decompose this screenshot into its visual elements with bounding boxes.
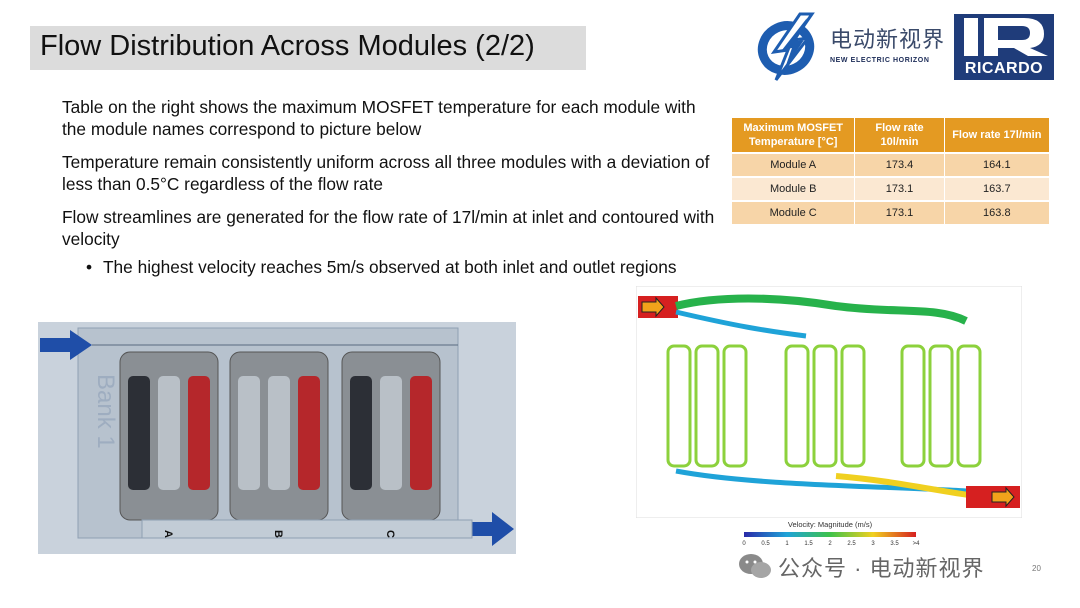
header-flow-17: Flow rate 17l/min — [944, 118, 1050, 152]
bullet-2: Temperature remain consistently uniform … — [62, 152, 710, 194]
nev-logo-english: NEW ELECTRIC HORIZON — [830, 57, 930, 64]
cell-module: Module A — [732, 154, 856, 176]
bullet-dot-icon: • — [86, 257, 93, 277]
streamline-figure — [635, 285, 1023, 519]
title-bar: Flow Distribution Across Modules (2/2) — [30, 26, 586, 70]
header-max-temp: Maximum MOSFET Temperature [°C] — [732, 118, 856, 152]
ricardo-logo: RICARDO — [954, 14, 1054, 80]
nev-swirl-icon — [757, 12, 815, 81]
cell-value: 173.1 — [855, 178, 945, 200]
cell-value: 164.1 — [944, 154, 1050, 176]
velocity-colorbar: Velocity: Magnitude (m/s) 0 0.5 1 1.5 2 2.5 3 3… — [730, 520, 930, 560]
module-b-streamlines — [784, 344, 866, 468]
outlet-arrow — [468, 522, 494, 536]
module-label-b: B — [272, 530, 284, 538]
wechat-icon — [739, 554, 771, 578]
colorbar-gradient — [744, 532, 916, 537]
colorbar-tick-label: >4 — [913, 541, 921, 547]
module-a-streamlines — [666, 344, 748, 468]
inlet-arrow-icon — [641, 296, 665, 318]
footer-text: 公众号 · 电动新视界 — [778, 556, 985, 581]
cell-module: Module C — [732, 202, 856, 224]
colorbar-tick-label: 0 — [742, 541, 746, 547]
page-title: Flow Distribution Across Modules (2/2) — [40, 30, 535, 62]
cell-module: Module B — [732, 178, 856, 200]
cell-value: 163.7 — [944, 178, 1050, 200]
bullet-3: Flow streamlines are generated for the f… — [62, 207, 715, 249]
table-row: Module A 173.4 164.1 — [732, 154, 1050, 176]
cell-value: 173.1 — [855, 202, 945, 224]
colorbar-tick-label: 1 — [785, 541, 789, 547]
cell-value: 163.8 — [944, 202, 1050, 224]
header-flow-10: Flow rate 10l/min — [855, 118, 945, 152]
nev-logo-chinese: 电动新视界 — [830, 27, 946, 52]
body-text: Table on the right shows the maximum MOS… — [62, 96, 722, 261]
colorbar-tick-label: 2 — [828, 541, 832, 547]
table-row: Module C 173.1 163.8 — [732, 202, 1050, 224]
table-row: Module B 173.1 163.7 — [732, 178, 1050, 200]
wechat-footer: 公众号 · 电动新视界 — [738, 548, 1058, 582]
cell-value: 173.4 — [855, 154, 945, 176]
colorbar-tick-label: 3.5 — [890, 541, 899, 547]
bank-label: Bank 1 — [92, 374, 119, 449]
module-c-streamlines — [900, 344, 982, 468]
bullet-1: Table on the right shows the maximum MOS… — [62, 97, 696, 139]
temperature-table: Maximum MOSFET Temperature [°C] Flow rat… — [732, 116, 1050, 226]
module-label-a: A — [162, 530, 174, 538]
sub-bullet-text: The highest velocity reaches 5m/s observ… — [103, 257, 677, 277]
ricardo-wordmark: RICARDO — [964, 60, 1044, 77]
colorbar-tick-label: 0.5 — [761, 541, 770, 547]
colorbar-tick-label: 1.5 — [804, 541, 813, 547]
new-electric-horizon-logo: 电动新视界 NEW ELECTRIC HORIZON — [752, 8, 947, 83]
ricardo-r-icon — [964, 18, 1048, 56]
outlet-arrow-icon — [991, 486, 1015, 508]
colorbar-title: Velocity: Magnitude (m/s) — [787, 520, 873, 529]
inlet-arrow — [40, 338, 70, 352]
module-bank-figure: Bank 1 A B C — [38, 322, 516, 554]
module-label-c: C — [384, 530, 396, 538]
colorbar-tick-label: 3 — [871, 541, 875, 547]
page-number: 20 — [1032, 564, 1041, 573]
colorbar-tick-label: 2.5 — [847, 541, 856, 547]
